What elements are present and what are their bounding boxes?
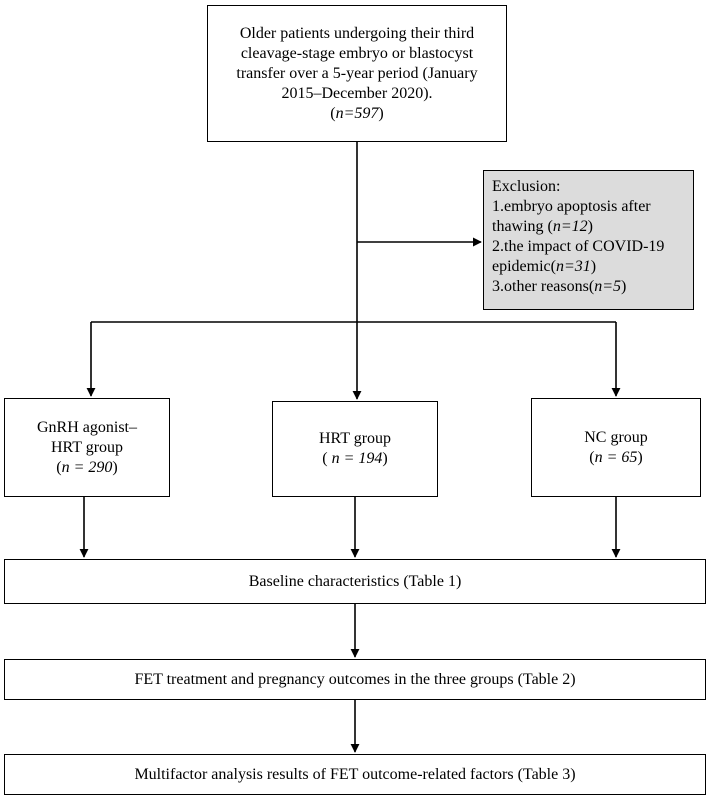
multifactor-box: Multifactor analysis results of FET outc…: [4, 754, 706, 795]
baseline-box: Baseline characteristics (Table 1): [4, 559, 706, 604]
gnrh-label-1: GnRH agonist–: [37, 418, 137, 436]
exclusion-box: Exclusion: 1.embryo apoptosis after thaw…: [483, 170, 694, 310]
population-line-4: 2015–December 2020).: [281, 84, 433, 102]
population-count: (n=597): [330, 104, 384, 122]
nc-label: NC group: [584, 428, 648, 446]
gnrh-group-box: GnRH agonist– HRT group (n = 290): [4, 398, 170, 497]
gnrh-label-2: HRT group: [50, 438, 124, 456]
exclusion-title: Exclusion:: [492, 178, 561, 195]
fet-outcomes-box: FET treatment and pregnancy outcomes in …: [4, 659, 706, 700]
exclusion-item-2a: 2.the impact of COVID-19: [492, 238, 665, 255]
hrt-label: HRT group: [318, 430, 392, 447]
hrt-group-box: HRT group ( n = 194): [272, 401, 438, 497]
population-line-1: Older patients undergoing their third: [239, 24, 475, 42]
multifactor-label: Multifactor analysis results of FET outc…: [134, 765, 576, 783]
population-line-3: transfer over a 5-year period (January: [236, 64, 478, 82]
gnrh-count: (n = 290): [56, 458, 118, 476]
nc-count: (n = 65): [589, 448, 643, 466]
exclusion-item-2b: epidemic(n=31): [492, 258, 597, 275]
fet-label: FET treatment and pregnancy outcomes in …: [134, 670, 576, 688]
population-line-2: cleavage-stage embryo or blastocyst: [240, 44, 474, 62]
exclusion-item-1b: thawing (n=12): [492, 218, 593, 235]
exclusion-item-3: 3.other reasons(n=5): [492, 278, 627, 295]
exclusion-item-1a: 1.embryo apoptosis after: [492, 198, 651, 215]
hrt-count: ( n = 194): [322, 450, 388, 467]
nc-group-box: NC group (n = 65): [531, 398, 701, 497]
baseline-label: Baseline characteristics (Table 1): [248, 572, 462, 590]
study-population-box: Older patients undergoing their third cl…: [207, 5, 507, 142]
